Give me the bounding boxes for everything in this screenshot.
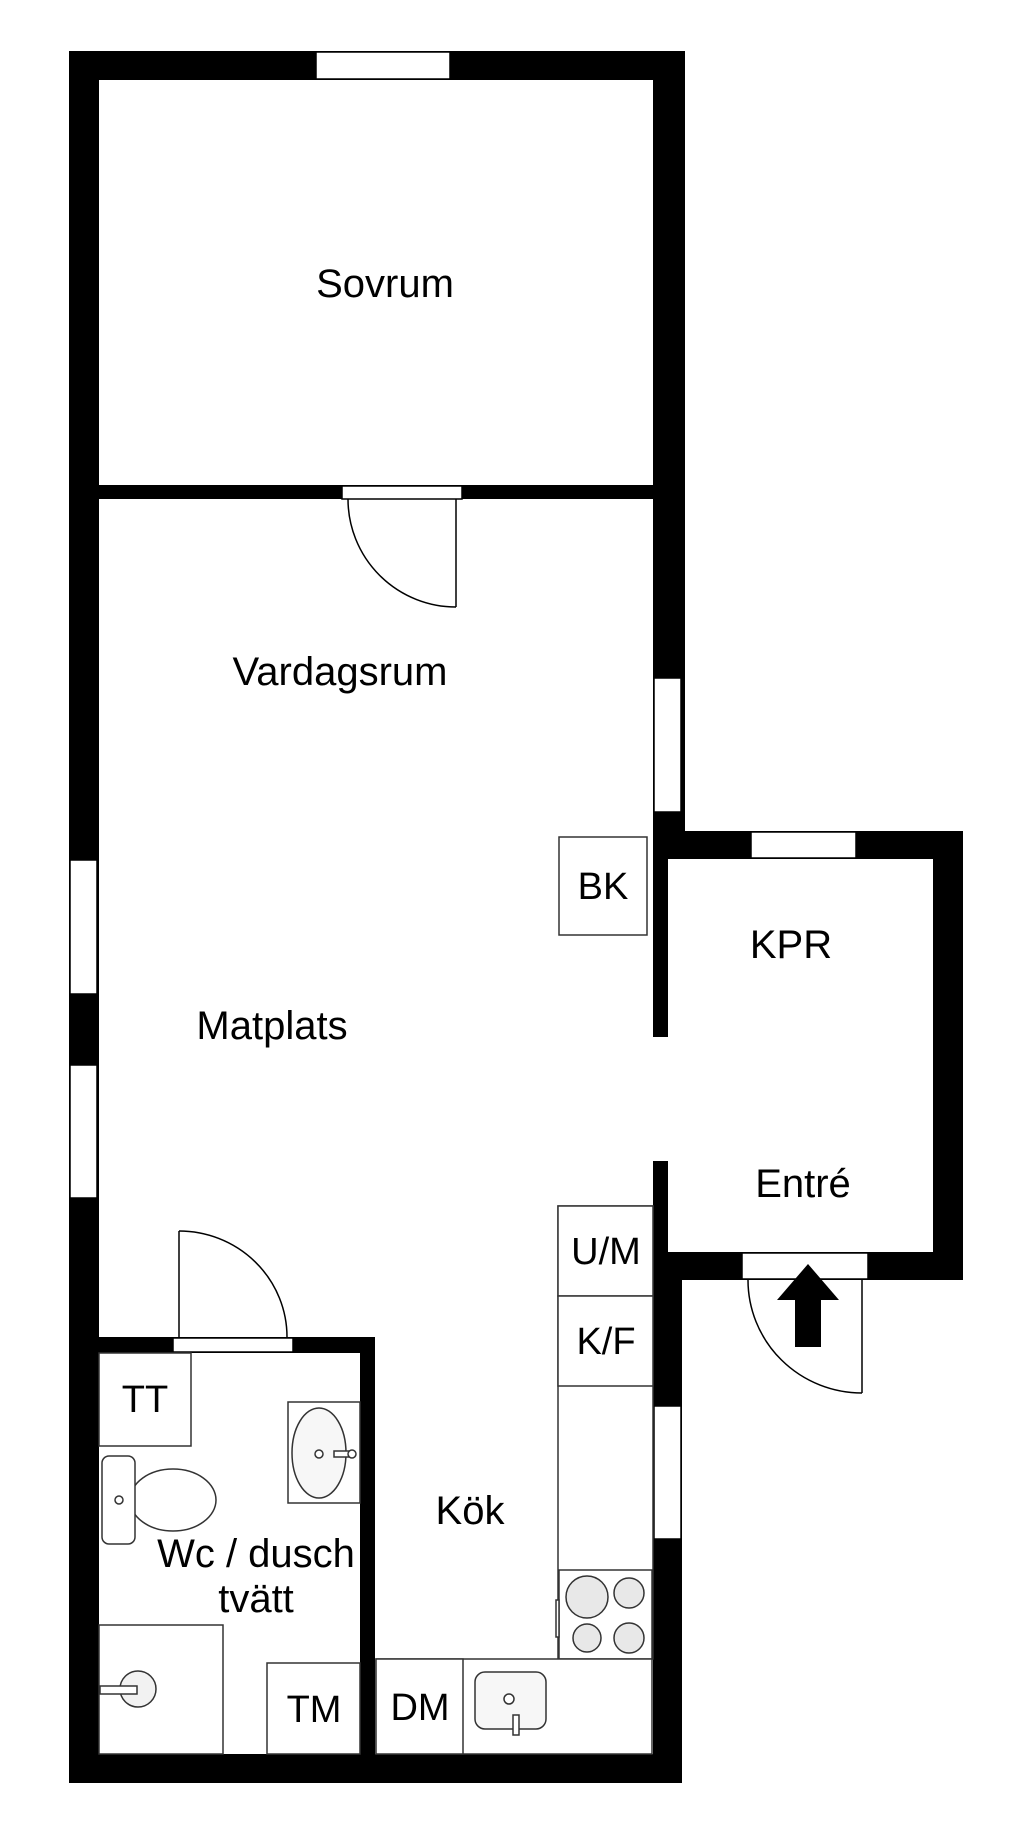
toilet-button xyxy=(114,1495,124,1505)
fixture-tt-box xyxy=(98,1352,192,1447)
door-swing-bedroom xyxy=(347,498,457,608)
door-opening-bath xyxy=(172,1337,294,1353)
arrow-up-icon xyxy=(777,1264,839,1347)
room-label-wc: Wc / dusch xyxy=(157,1532,355,1576)
room-label-tvatt: tvätt xyxy=(218,1577,294,1621)
burner-icon xyxy=(572,1623,602,1653)
wall-partition-upper xyxy=(653,859,668,1037)
fixtures xyxy=(98,836,654,1755)
fixture-kf-box xyxy=(557,1295,654,1387)
room-label-entre: Entré xyxy=(755,1162,851,1206)
fixture-um-box xyxy=(557,1205,654,1297)
window-left-2 xyxy=(69,1064,98,1199)
window-left-1 xyxy=(69,859,98,995)
wall-kpr-right xyxy=(933,831,963,1280)
window-bedroom-top xyxy=(315,51,451,80)
door-opening-bedroom xyxy=(341,485,463,500)
burner-icon xyxy=(613,1622,645,1654)
door-swing-entrance xyxy=(747,1279,863,1394)
bath-faucet-knob xyxy=(347,1449,357,1459)
shower-head xyxy=(99,1685,138,1695)
kitchen-sink-drain xyxy=(503,1693,515,1705)
fixture-bk-box xyxy=(558,836,648,936)
fixture-label-kf: K/F xyxy=(576,1321,635,1363)
burner-icon xyxy=(613,1577,645,1609)
fixture-label-tm: TM xyxy=(287,1689,342,1731)
wall-bath-right xyxy=(360,1337,375,1757)
burner-icon xyxy=(565,1575,609,1619)
room-label-matplats: Matplats xyxy=(196,1004,347,1048)
room-label-kpr: KPR xyxy=(750,923,832,967)
windows xyxy=(69,51,857,1540)
wall-bottom xyxy=(69,1754,682,1783)
room-label-sovrum: Sovrum xyxy=(316,262,454,306)
fixture-tm-box xyxy=(266,1662,361,1755)
stove-handle xyxy=(555,1599,560,1638)
fixture-label-dm: DM xyxy=(390,1687,449,1729)
room-label-vardagsrum: Vardagsrum xyxy=(233,650,448,694)
fixture-label-tt: TT xyxy=(122,1379,168,1421)
window-living-right xyxy=(653,677,682,813)
window-kpr-top xyxy=(750,831,857,859)
toilet-bowl-icon xyxy=(129,1468,217,1532)
fixture-dm-box xyxy=(375,1658,464,1755)
door-swing-bath xyxy=(178,1230,288,1338)
room-labels: Sovrum Vardagsrum Matplats KPR Entré Kök… xyxy=(157,262,851,1621)
fixture-label-bk: BK xyxy=(578,866,629,908)
window-kitchen-right xyxy=(653,1405,682,1540)
doors xyxy=(172,485,869,1394)
kitchen-faucet xyxy=(512,1714,520,1736)
bath-sink-drain xyxy=(314,1449,324,1459)
fixture-label-um: U/M xyxy=(571,1231,641,1273)
walls xyxy=(69,51,963,1783)
wall-partition-lower xyxy=(653,1161,668,1261)
fixture-labels: BK U/M K/F DM TT TM xyxy=(122,866,641,1731)
room-label-kok: Kök xyxy=(436,1489,506,1533)
